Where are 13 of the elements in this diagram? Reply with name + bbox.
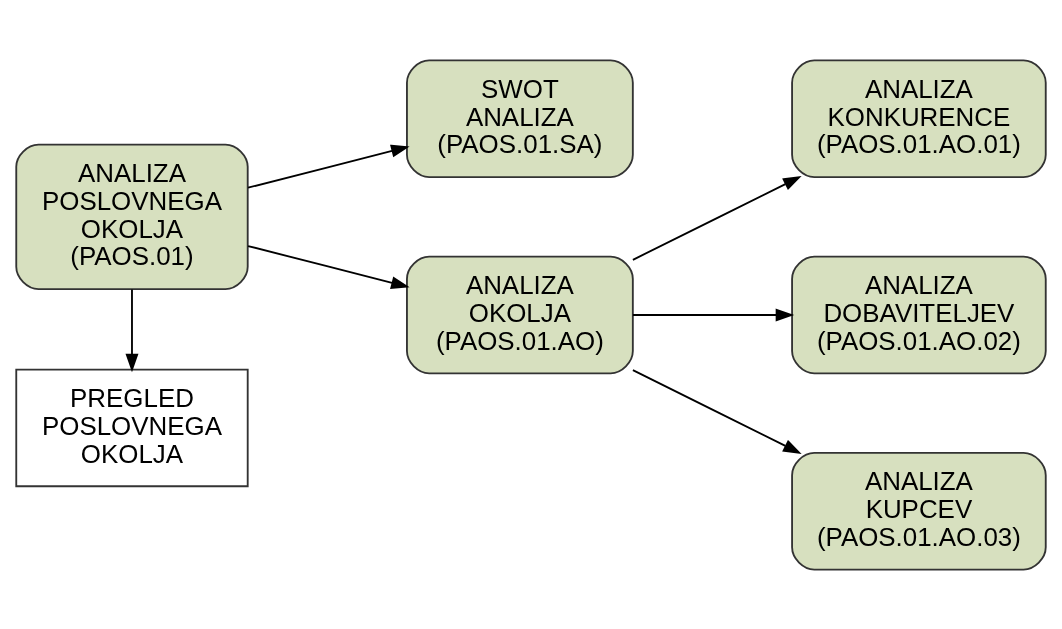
- arrow: [632, 368, 802, 454]
- arrow: [632, 308, 795, 321]
- node-box: ANALIZA KONKURENCE (PAOS.01.AO.01): [791, 59, 1047, 178]
- node-box: SWOT ANALIZA (PAOS.01.SA): [406, 59, 634, 178]
- node-box: ANALIZA POSLOVNEGA OKOLJA (PAOS.01): [15, 143, 249, 290]
- node-box: ANALIZA OKOLJA (PAOS.01.AO): [406, 255, 634, 374]
- arrow: [632, 175, 802, 261]
- node-box: ANALIZA KUPCEV (PAOS.01.AO.03): [791, 451, 1047, 570]
- arrow: [247, 144, 410, 189]
- node-box: PREGLED POSLOVNEGA OKOLJA: [15, 368, 249, 487]
- arrow: [125, 288, 139, 372]
- arrow: [247, 244, 410, 289]
- node-box: ANALIZA DOBAVITELJEV (PAOS.01.AO.02): [791, 255, 1047, 374]
